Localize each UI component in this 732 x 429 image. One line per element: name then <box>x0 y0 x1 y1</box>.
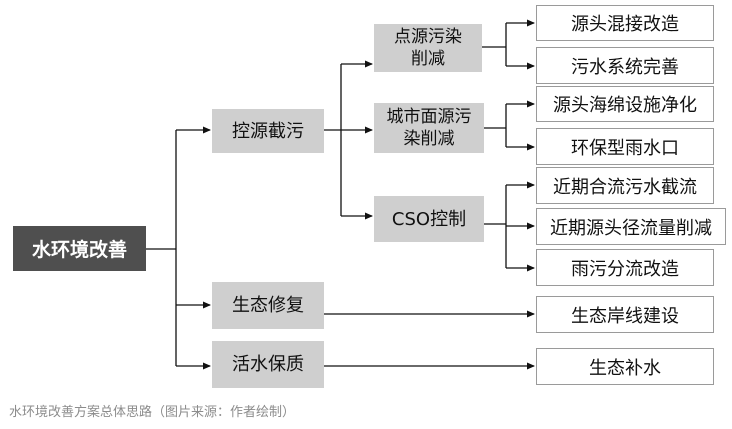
leaf-ecological-shoreline: 生态岸线建设 <box>536 296 714 333</box>
figure-caption: 水环境改善方案总体思路（图片来源：作者绘制） <box>9 405 296 420</box>
leaf-ecological-replenishment: 生态补水 <box>536 348 714 385</box>
leaf-eco-storm-inlet: 环保型雨水口 <box>536 128 714 165</box>
node-living-water: 活水保质 <box>212 341 324 388</box>
leaf-runoff-reduction: 近期源头径流量削减 <box>536 208 726 245</box>
root-node-water-environment: 水环境改善 <box>13 226 146 271</box>
leaf-combined-interception: 近期合流污水截流 <box>536 167 714 204</box>
leaf-source-misconnection: 源头混接改造 <box>536 5 714 41</box>
node-ecological-restoration: 生态修复 <box>212 282 324 329</box>
node-source-control: 控源截污 <box>212 109 324 153</box>
leaf-sewage-system: 污水系统完善 <box>536 47 714 84</box>
leaf-sponge-facility: 源头海绵设施净化 <box>536 86 714 122</box>
node-cso-control: CSO控制 <box>374 196 484 242</box>
node-urban-nonpoint-reduction: 城市面源污染削减 <box>374 103 484 153</box>
node-point-source-reduction: 点源污染削减 <box>374 24 482 72</box>
leaf-sewer-separation: 雨污分流改造 <box>536 249 714 286</box>
